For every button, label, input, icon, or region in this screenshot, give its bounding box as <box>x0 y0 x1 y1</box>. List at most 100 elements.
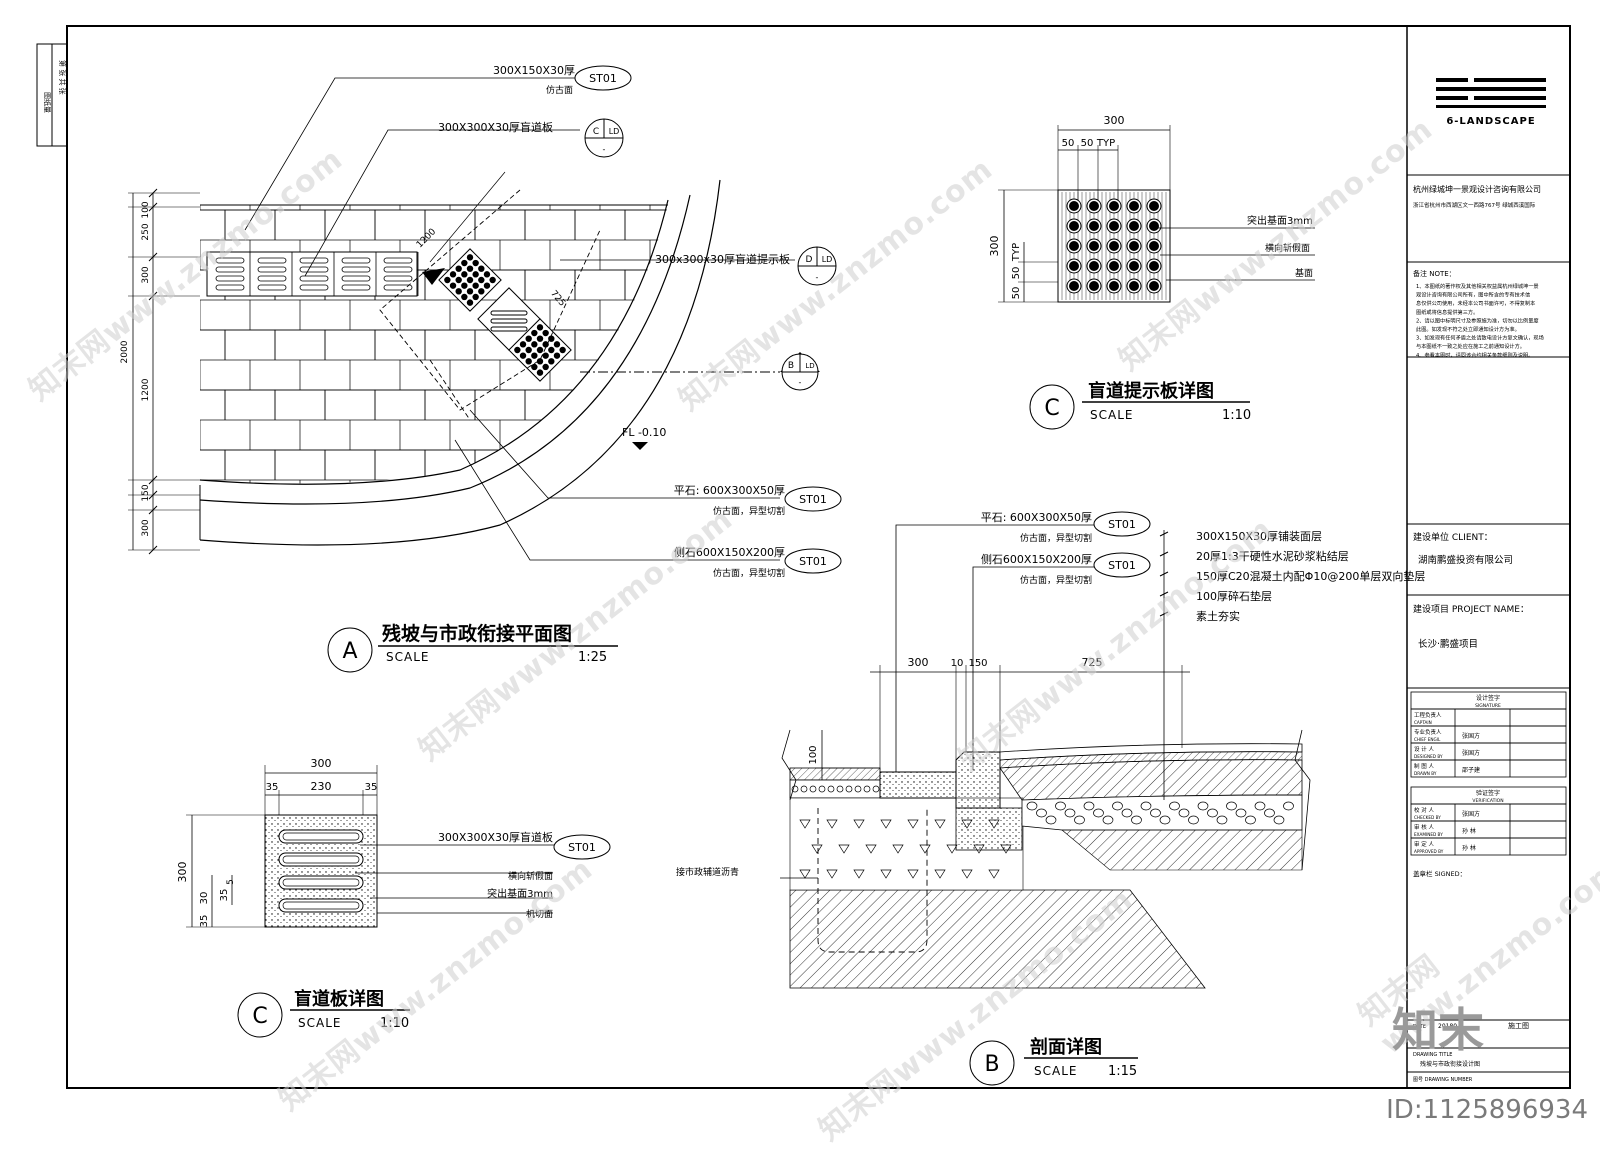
drawing-title: 残坡与市政衔接设计图 <box>1420 1060 1480 1068</box>
svg-text:50: 50 <box>1062 138 1075 149</box>
plan-callout-4-sub: 仿古面，异型切割 <box>713 505 785 517</box>
svg-text:D: D <box>806 255 813 265</box>
svg-text:300: 300 <box>176 862 189 883</box>
note-line: 观设计咨询有限公司所有，图中所含的专有技术信 <box>1416 291 1530 299</box>
svg-text:TYP: TYP <box>1011 243 1022 262</box>
plate-detail: 300 35 230 35 300 30 35 5 35 300X300X30厚… <box>176 757 611 1038</box>
design-role: 工程负责人 <box>1414 711 1442 719</box>
client-label: 建设单位 CLIENT： <box>1413 531 1493 543</box>
design-role: 制 图 人 <box>1414 762 1434 770</box>
svg-text:-: - <box>799 378 802 387</box>
svg-text:C: C <box>1044 396 1059 421</box>
svg-text:150: 150 <box>968 658 987 669</box>
company-logo <box>1436 78 1546 108</box>
design-role-en: DESIGNED BY <box>1414 754 1443 759</box>
svg-text:SCALE: SCALE <box>1034 1064 1077 1078</box>
svg-text:50: 50 <box>1011 287 1022 300</box>
notes-block: 1、本图纸的著作权及其他相关权益属杭州绿城坤一景观设计咨询有限公司所有，图中所含… <box>1416 282 1544 359</box>
section-layer-label: 300X150X30厚铺装面层 <box>1196 530 1322 543</box>
tactile-detail: 300 50 50 TYP 300 TYP 50 50 突出基面3mm 横向斩假… <box>988 114 1315 430</box>
verify-role-en: CHECKED BY <box>1414 815 1441 820</box>
company-address: 浙江省杭州市西湖区文一西路767号 绿城西溪国际 <box>1413 201 1536 209</box>
svg-text:35: 35 <box>219 889 230 902</box>
svg-text:VERIFICATION: VERIFICATION <box>1472 798 1503 804</box>
plate-callout-3: 突出基面3mm <box>487 887 553 900</box>
plan-callout-4: 平石: 600X300X50厚 <box>674 484 785 497</box>
date-label: DATE <box>1413 1024 1426 1030</box>
asphalt-label: 接市政辅道沥青 <box>676 866 739 878</box>
svg-text:ST01: ST01 <box>568 841 596 854</box>
svg-text:B: B <box>984 1052 999 1077</box>
drawing-number-label: 图号 DRAWING NUMBER <box>1413 1077 1473 1083</box>
svg-text:300: 300 <box>1104 114 1125 127</box>
client-name: 湖南鹏盛投资有限公司 <box>1418 554 1513 566</box>
plan-callout-5: 侧石600X150X200厚 <box>674 546 785 559</box>
id-tag: ID:1125896934 <box>1386 1095 1588 1125</box>
svg-text:ST01: ST01 <box>799 555 827 568</box>
design-role: 设 计 人 <box>1414 745 1434 753</box>
svg-text:35: 35 <box>266 782 279 793</box>
svg-text:300: 300 <box>141 519 151 536</box>
svg-text:C: C <box>593 127 599 137</box>
tactile-callout-2: 横向斩假面 <box>1265 242 1310 254</box>
section-layer-label: 素土夯实 <box>1196 609 1240 623</box>
plan-callout-3: 300x300x30厚盲道提示板 <box>655 252 790 266</box>
svg-text:50: 50 <box>1081 138 1094 149</box>
svg-text:30: 30 <box>199 892 210 905</box>
plan-a: B LD - FL -0.10 100 250 300 1200 150 300… <box>120 64 842 673</box>
svg-text:250: 250 <box>141 223 151 240</box>
sidebar-label-2: 第 张 共 张 <box>58 60 67 95</box>
note-line: 图纸或将信息提供第三方。 <box>1416 308 1478 316</box>
note-line: 3、如发现有任何矛盾之处请致电设计方复文确认，现场 <box>1416 334 1544 342</box>
section-callout-1-sub: 仿古面，异型切割 <box>1020 532 1092 544</box>
sidebar-label-1: 图纸量 <box>43 92 52 113</box>
svg-text:300: 300 <box>311 757 332 770</box>
verify-name: 孙 林 <box>1462 844 1476 852</box>
note-line: 息仅供公司使用，未经本公司书面许可，不得复制本 <box>1416 299 1535 307</box>
design-role-en: CHIEF ENGIL <box>1414 737 1441 742</box>
section-title: 剖面详图 <box>1030 1036 1102 1058</box>
svg-text:-: - <box>603 145 606 154</box>
section-layer-label: 100厚碎石垫层 <box>1196 589 1272 603</box>
plan-section-tag2: LD <box>805 362 814 370</box>
note-line: 此图。如发现不符之处立即通知设计方为准。 <box>1416 325 1520 333</box>
plan-title-letter: A <box>342 639 357 664</box>
section-callout-2: 侧石600X150X200厚 <box>981 553 1092 566</box>
svg-text:SIGNATURE: SIGNATURE <box>1475 703 1501 709</box>
date-value: 20180 <box>1438 1023 1457 1030</box>
plate-callout-1: 300X300X30厚盲道板 <box>438 830 553 844</box>
plan-section-tag: B <box>788 361 794 371</box>
svg-text:300: 300 <box>988 236 1001 257</box>
svg-text:5: 5 <box>226 879 236 885</box>
svg-text:300: 300 <box>141 266 151 283</box>
plan-callout-1: 300X150X30厚 <box>493 64 575 77</box>
company-name: 杭州绿城坤一景观设计咨询有限公司 <box>1413 184 1541 194</box>
svg-text:10: 10 <box>951 658 964 669</box>
svg-text:TYP: TYP <box>1096 138 1115 149</box>
svg-text:230: 230 <box>311 780 332 793</box>
svg-text:725: 725 <box>1082 656 1103 669</box>
svg-text:ST01: ST01 <box>1108 559 1136 572</box>
svg-text:LD: LD <box>609 127 620 136</box>
svg-text:1:25: 1:25 <box>578 650 607 665</box>
svg-text:SCALE: SCALE <box>298 1016 341 1030</box>
svg-text:设计签字: 设计签字 <box>1476 694 1500 702</box>
plate-callout-2: 横向斩假面 <box>508 870 553 882</box>
svg-text:C: C <box>252 1004 267 1029</box>
sheet-border <box>66 25 1571 1089</box>
note-line: 4、参看本图时，请同该合约相关条款细则及说明。 <box>1416 351 1533 359</box>
svg-text:ST01: ST01 <box>799 493 827 506</box>
note-line: 与本图纸不一致之处应在施工之前通知设计方。 <box>1416 342 1525 350</box>
svg-text:-: - <box>816 273 819 282</box>
svg-text:1200: 1200 <box>141 378 151 401</box>
verify-name: 张国方 <box>1462 810 1480 818</box>
svg-text:SCALE: SCALE <box>386 650 429 664</box>
notes-title: 备注 NOTE： <box>1413 269 1456 278</box>
stage-value: 施工图 <box>1508 1021 1529 1030</box>
plan-level: FL -0.10 <box>622 426 666 439</box>
logo-text: 6-LANDSCAPE <box>1446 116 1535 127</box>
plan-callout-1-sub: 仿古面 <box>546 84 573 96</box>
brand-mark: 知末 <box>1392 1003 1484 1057</box>
